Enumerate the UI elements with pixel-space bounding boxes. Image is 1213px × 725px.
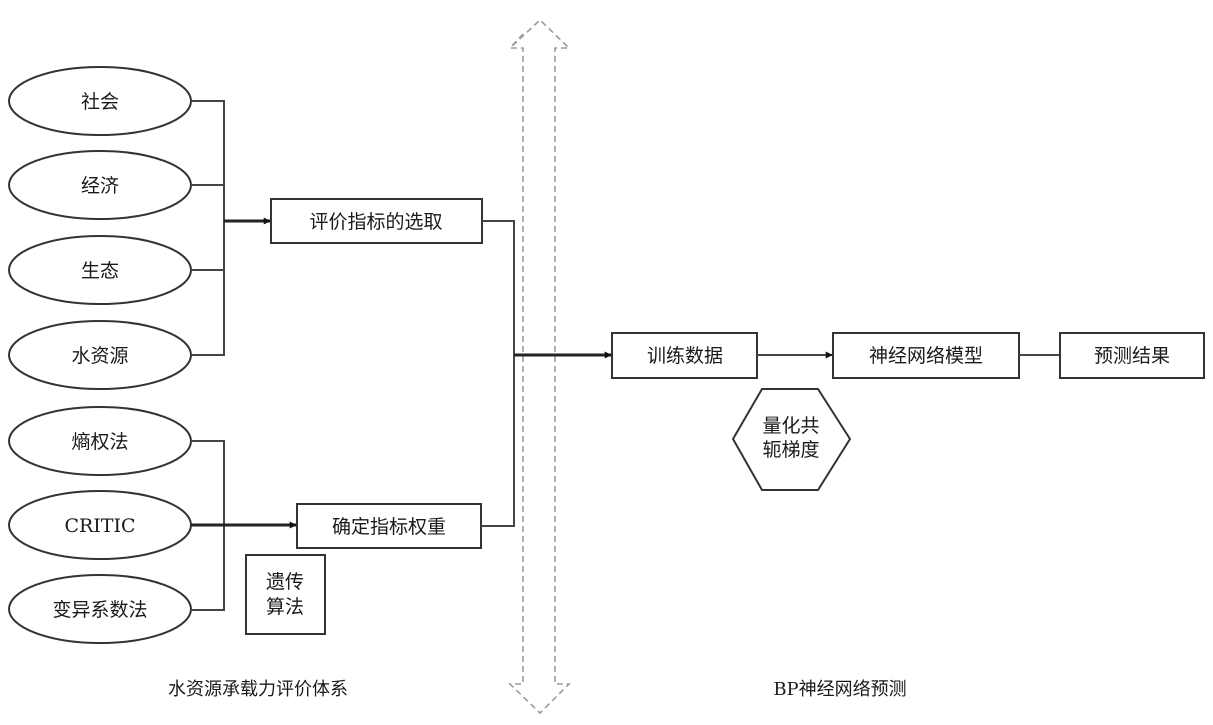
weight-method-coefficient-of-variation: 变异系数法 [8, 574, 192, 644]
training-algorithm-label-line1: 量化共 [762, 415, 819, 437]
factor-node-water-resources: 水资源 [8, 320, 192, 390]
training-data-box: 训练数据 [611, 332, 758, 379]
training-data-label: 训练数据 [647, 345, 723, 367]
weight-method-critic: CRITIC [8, 490, 192, 560]
network-model-label: 神经网络模型 [869, 345, 983, 367]
genetic-algorithm-label-line1: 遗传 [266, 571, 304, 593]
weight-method-label: 熵权法 [71, 431, 128, 453]
weight-method-label: CRITIC [64, 515, 135, 537]
factor-label: 生态 [81, 260, 119, 282]
weight-determination-box: 确定指标权重 [296, 503, 482, 549]
right-section-caption: BP神经网络预测 [773, 679, 906, 700]
factor-node-economic: 经济 [8, 150, 192, 220]
genetic-algorithm-label-line2: 算法 [266, 596, 304, 618]
indicator-selection-box: 评价指标的选取 [270, 198, 483, 244]
weight-method-entropy: 熵权法 [8, 406, 192, 476]
factor-label: 社会 [81, 91, 119, 113]
network-model-box: 神经网络模型 [832, 332, 1020, 379]
left-section-caption: 水资源承载力评价体系 [168, 679, 348, 700]
prediction-result-box: 预测结果 [1059, 332, 1205, 379]
training-algorithm-hexagon: 量化共 轭梯度 [731, 388, 852, 491]
section-divider-double-arrow [508, 18, 571, 715]
weight-method-label: 变异系数法 [52, 599, 147, 621]
training-algorithm-label-line2: 轭梯度 [762, 439, 819, 461]
factor-connector [191, 100, 271, 356]
weight-connector [191, 440, 297, 611]
genetic-algorithm-box: 遗传 算法 [245, 554, 326, 635]
merge-connector [481, 220, 612, 527]
weight-determination-label: 确定指标权重 [332, 516, 446, 538]
factor-label: 经济 [81, 175, 119, 197]
factor-label: 水资源 [71, 345, 128, 367]
factor-node-ecology: 生态 [8, 235, 192, 305]
prediction-result-label: 预测结果 [1094, 345, 1170, 367]
indicator-selection-label: 评价指标的选取 [309, 211, 442, 233]
factor-node-social: 社会 [8, 66, 192, 136]
